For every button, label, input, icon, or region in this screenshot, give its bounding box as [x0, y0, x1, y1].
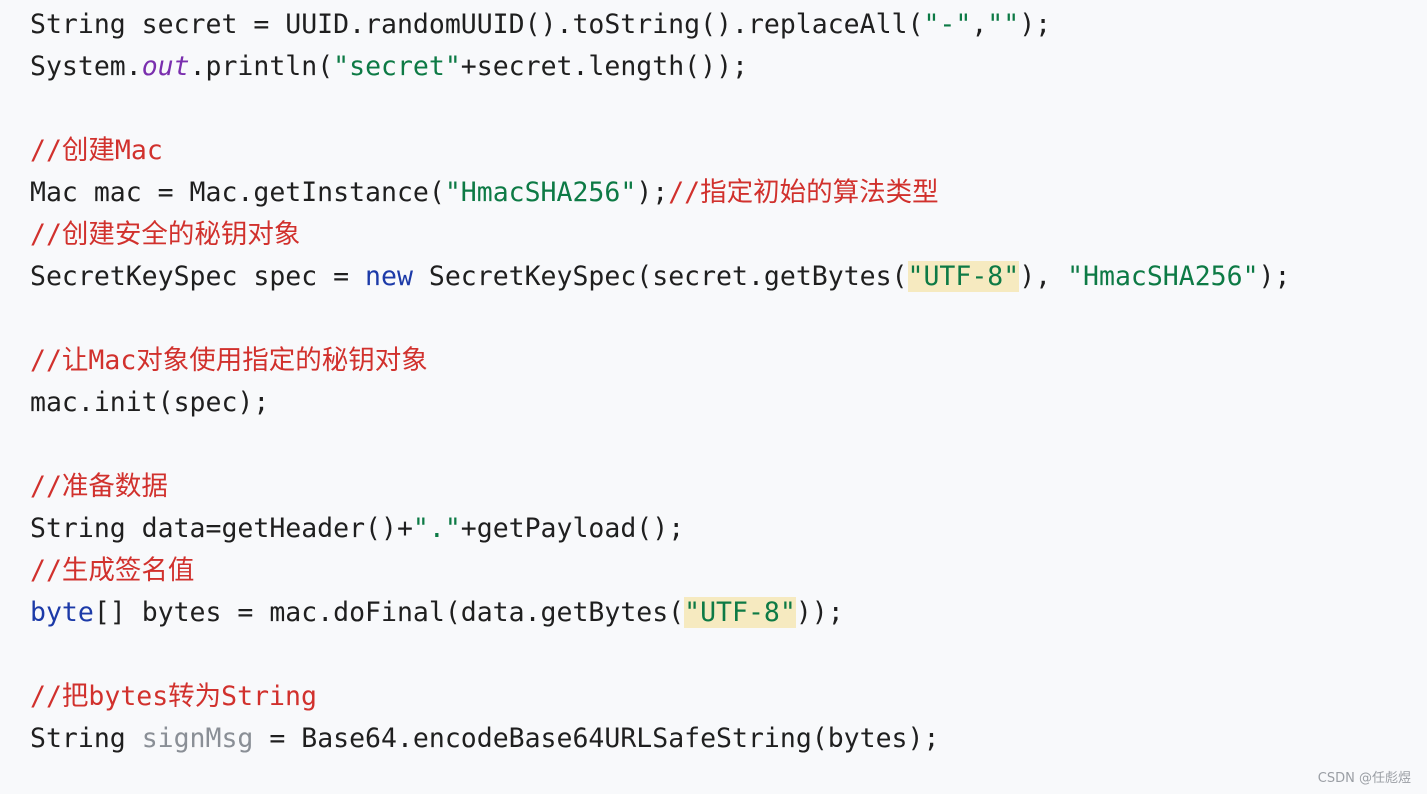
code-lines: String secret = UUID.randomUUID().toStri… [30, 4, 1290, 760]
code-token: = Base64.encodeBase64URLSafeString(bytes… [253, 723, 940, 754]
code-line[interactable] [30, 298, 1290, 340]
code-token: "UTF-8" [684, 597, 796, 628]
code-token: +getPayload(); [460, 513, 685, 544]
watermark: CSDN @任彪煜 [1317, 771, 1411, 786]
code-line[interactable]: String signMsg = Base64.encodeBase64URLS… [30, 718, 1290, 760]
code-line[interactable]: //把bytes转为String [30, 676, 1290, 718]
code-line[interactable]: String secret = UUID.randomUUID().toStri… [30, 4, 1290, 46]
code-line[interactable]: //准备数据 [30, 466, 1290, 508]
code-token: out [141, 51, 190, 82]
code-token: //创建Mac [30, 135, 163, 166]
code-token: "" [987, 9, 1020, 40]
code-token: String secret = UUID.randomUUID().toStri… [30, 9, 924, 40]
code-line[interactable] [30, 88, 1290, 130]
code-token: //准备数据 [30, 471, 168, 502]
code-token: //生成签名值 [30, 555, 195, 586]
code-token: System. [30, 51, 142, 82]
code-token: "HmacSHA256" [444, 177, 637, 208]
code-token: +secret.length()); [460, 51, 748, 82]
code-token: ); [636, 177, 669, 208]
code-token: "UTF-8" [907, 261, 1020, 292]
code-line[interactable]: //生成签名值 [30, 550, 1290, 592]
code-line[interactable]: SecretKeySpec spec = new SecretKeySpec(s… [30, 256, 1290, 298]
code-token: ); [1019, 9, 1052, 40]
code-token: //把bytes转为String [30, 681, 317, 712]
code-token: "secret" [333, 51, 461, 82]
code-line[interactable]: System.out.println("secret"+secret.lengt… [30, 46, 1290, 88]
code-token: , [971, 9, 988, 40]
code-line[interactable] [30, 634, 1290, 676]
code-token: String data=getHeader()+ [30, 513, 413, 544]
code-line[interactable]: mac.init(spec); [30, 382, 1290, 424]
code-line[interactable]: //让Mac对象使用指定的秘钥对象 [30, 340, 1290, 382]
code-token: Mac mac = Mac.getInstance( [30, 177, 445, 208]
code-token: //创建安全的秘钥对象 [30, 219, 301, 250]
code-token: //让Mac对象使用指定的秘钥对象 [30, 345, 428, 376]
code-token: String [30, 723, 142, 754]
code-line[interactable]: //创建安全的秘钥对象 [30, 214, 1290, 256]
code-token: //指定初始的算法类型 [668, 177, 939, 208]
code-line[interactable]: Mac mac = Mac.getInstance("HmacSHA256");… [30, 172, 1290, 214]
code-token: [] bytes = mac.doFinal(data.getBytes( [93, 597, 685, 628]
code-line[interactable]: //创建Mac [30, 130, 1290, 172]
code-line[interactable] [30, 424, 1290, 466]
code-line[interactable]: String data=getHeader()+"."+getPayload()… [30, 508, 1290, 550]
code-line[interactable]: byte[] bytes = mac.doFinal(data.getBytes… [30, 592, 1290, 634]
code-token: mac.init(spec); [30, 387, 270, 418]
code-token: .println( [189, 51, 334, 82]
code-token: byte [30, 597, 94, 628]
code-token: "HmacSHA256" [1067, 261, 1259, 292]
code-token: SecretKeySpec(secret.getBytes( [412, 261, 908, 292]
code-token: )); [795, 597, 844, 628]
code-token: "." [412, 513, 461, 544]
code-token: signMsg [141, 723, 254, 754]
code-token: "-" [923, 9, 972, 40]
code-token: SecretKeySpec spec = [30, 261, 366, 292]
code-token: ), [1019, 261, 1068, 292]
code-token: new [365, 261, 413, 292]
code-token: ); [1258, 261, 1291, 292]
